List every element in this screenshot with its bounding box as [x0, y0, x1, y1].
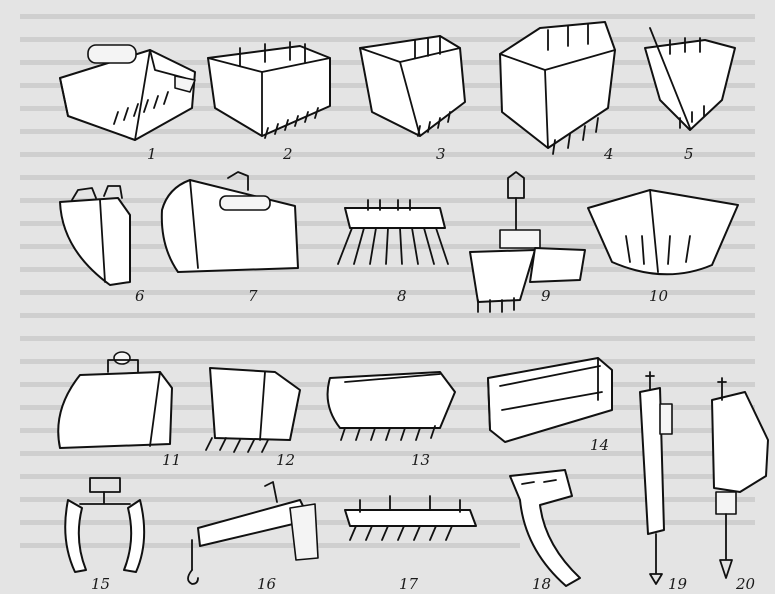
- attachment-16-crane-jib: [187, 481, 319, 585]
- attachment-11-bucket: [57, 351, 173, 449]
- attachment-5-bucket: [644, 27, 736, 131]
- attachment-4-bucket: [499, 21, 616, 155]
- attachment-6-bucket: [59, 185, 131, 286]
- label-3: 3: [436, 145, 446, 163]
- label-9: 9: [541, 287, 551, 305]
- attachment-10-grab: [587, 189, 739, 276]
- attachment-3-bucket: [359, 35, 466, 137]
- label-10: 10: [649, 287, 669, 305]
- label-7: 7: [248, 287, 258, 305]
- label-15: 15: [91, 575, 111, 593]
- attachment-2-bucket: [207, 41, 331, 139]
- attachment-14-blade: [487, 357, 613, 443]
- attachment-17-ripper-comb: [344, 495, 477, 541]
- label-18: 18: [532, 575, 552, 593]
- attachment-1-bucket: [59, 44, 196, 141]
- label-13: 13: [411, 451, 431, 469]
- label-5: 5: [684, 145, 694, 163]
- label-2: 2: [283, 145, 293, 163]
- attachment-13-bucket: [326, 371, 456, 441]
- attachment-8-rake: [337, 199, 449, 265]
- attachment-7-bucket: [160, 171, 299, 273]
- attachment-9-clamshell: [469, 171, 586, 313]
- label-8: 8: [397, 287, 407, 305]
- attachment-18-ripper: [509, 469, 581, 587]
- label-4: 4: [604, 145, 614, 163]
- attachment-15-pipe-grab: [64, 477, 146, 573]
- label-1: 1: [147, 145, 157, 163]
- label-19: 19: [668, 575, 688, 593]
- attachment-19-hammer: [639, 371, 673, 585]
- label-6: 6: [135, 287, 145, 305]
- label-12: 12: [276, 451, 296, 469]
- label-11: 11: [162, 451, 182, 469]
- attachment-12-bucket: [205, 367, 301, 453]
- attachment-20-hammer: [711, 377, 769, 579]
- label-20: 20: [736, 575, 756, 593]
- label-17: 17: [399, 575, 419, 593]
- label-16: 16: [257, 575, 277, 593]
- label-14: 14: [590, 436, 610, 454]
